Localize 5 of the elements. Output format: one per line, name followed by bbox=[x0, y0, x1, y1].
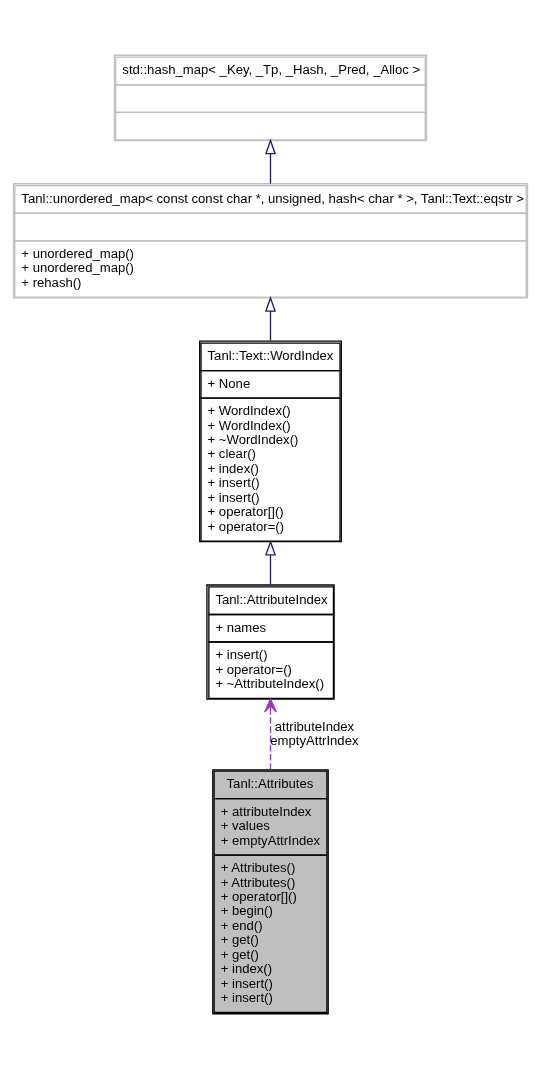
arrow bbox=[265, 138, 276, 185]
edge-label: attributeIndex emptyAttrIndex bbox=[270, 718, 359, 748]
arrow bbox=[265, 295, 276, 342]
arrow bbox=[265, 539, 276, 586]
arrow bbox=[263, 698, 278, 771]
